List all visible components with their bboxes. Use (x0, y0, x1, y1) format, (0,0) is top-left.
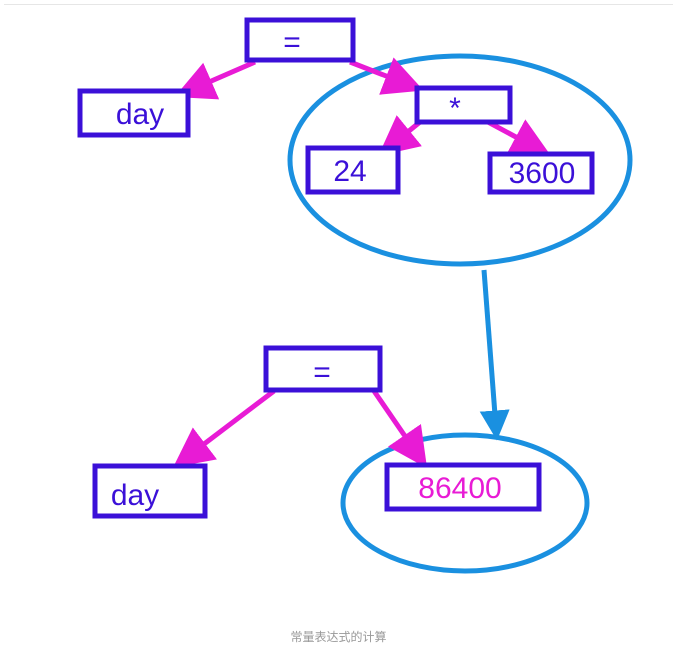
edge-multiply-to-3600 (486, 119, 552, 156)
node-multiply-label: * (449, 92, 461, 125)
node-assign-root-after: = (263, 345, 383, 393)
node-day-bottom-label: day (111, 479, 159, 512)
edge-root2-to-result (371, 389, 428, 469)
node-24: 24 (305, 145, 401, 195)
node-multiply: * (414, 85, 513, 125)
result-highlight-ellipse (340, 432, 590, 574)
edge-root-to-day (174, 59, 256, 100)
node-86400: 86400 (384, 462, 542, 512)
node-day-top-label: day (116, 98, 164, 131)
node-day-top: day (77, 88, 191, 138)
subtree-highlight-ellipse (287, 53, 633, 267)
node-day-bottom: day (92, 463, 208, 519)
node-86400-label: 86400 (418, 472, 501, 505)
edge-root-to-multiply (349, 57, 424, 95)
edge-multiply-to-24 (378, 115, 422, 156)
diagram-canvas: = day * 24 3600 = day 86400 (4, 4, 673, 574)
node-assign-root-label: = (283, 26, 301, 59)
edge-root2-to-day (173, 389, 276, 468)
node-3600-label: 3600 (509, 157, 576, 190)
fold-transform-arrow (479, 269, 510, 441)
node-3600: 3600 (487, 151, 595, 195)
node-24-label: 24 (333, 155, 366, 188)
top-divider (4, 4, 673, 5)
figure-caption: 常量表达式的计算 (290, 630, 387, 644)
expression-tree-diagram: = day * 24 3600 = day 86400 (77, 17, 633, 574)
node-assign-root: = (244, 17, 356, 63)
node-assign-root-after-label: = (313, 356, 331, 389)
